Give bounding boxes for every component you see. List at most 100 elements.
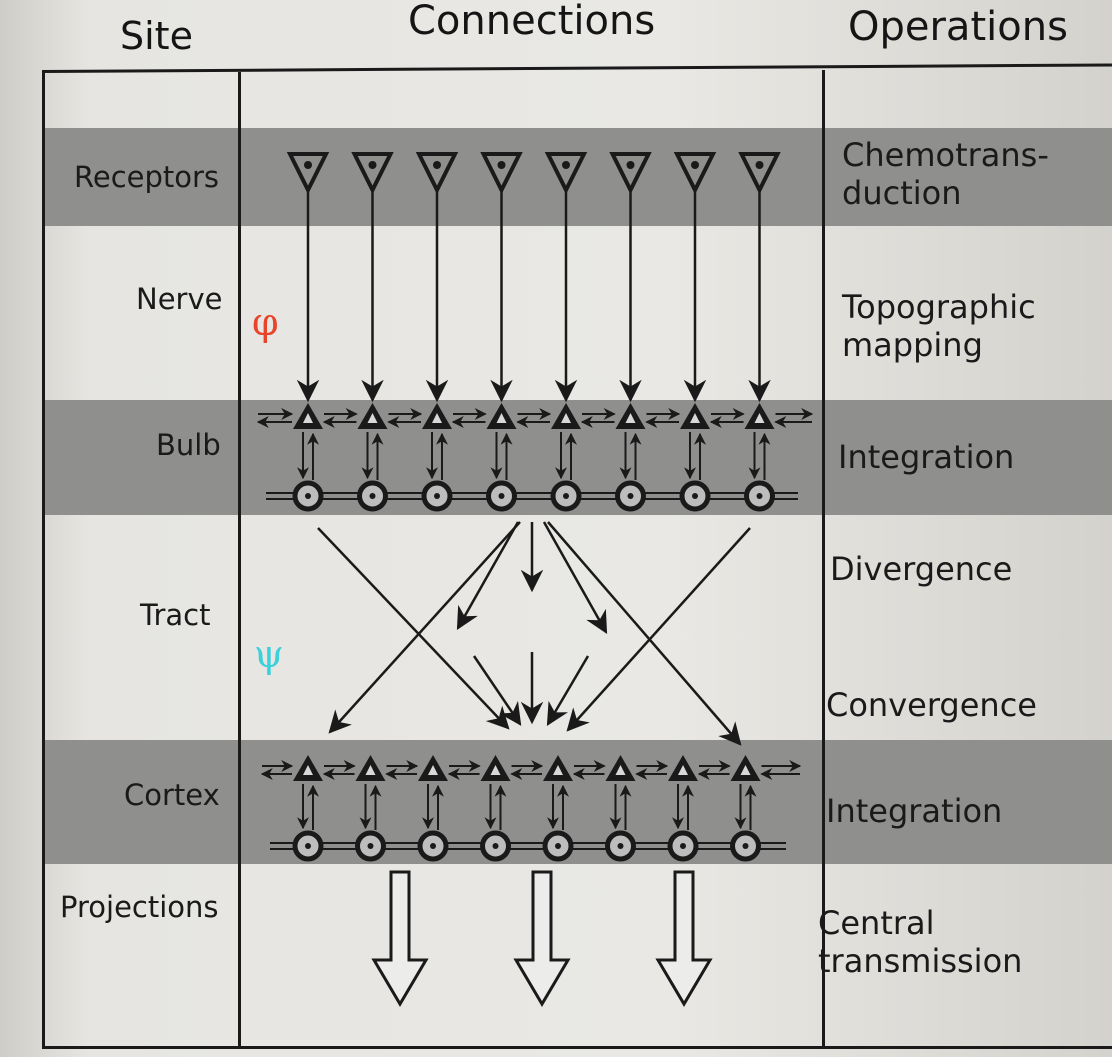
granule-dot: [680, 843, 686, 849]
receptor-triangle: [738, 152, 781, 195]
op-projections: Central transmission: [818, 904, 1022, 980]
granule-dot: [742, 843, 749, 849]
receptor-dot: [304, 161, 312, 169]
site-receptors: Receptors: [74, 160, 220, 194]
receptor-dot: [433, 161, 441, 169]
op-nerve-line2: mapping: [842, 326, 983, 364]
site-tract: Tract: [140, 598, 211, 632]
receptor-triangle: [415, 152, 459, 195]
tract-fiber: [542, 521, 608, 634]
receptor-triangle: [480, 152, 523, 195]
receptor-cell: [738, 152, 781, 195]
mitral-core: [365, 765, 376, 775]
granule-dot: [492, 843, 499, 849]
op-receptors-line1: Chemotrans-: [842, 136, 1049, 174]
granule-dot: [756, 493, 763, 499]
site-nerve: Nerve: [136, 282, 223, 316]
tract-fiber: [317, 527, 510, 730]
mitral-core: [432, 413, 442, 423]
op-projections-line1: Central: [818, 904, 935, 942]
tract-fiber: [472, 655, 522, 726]
mitral-core: [740, 765, 751, 775]
mitral-core: [553, 765, 563, 775]
mitral-core: [615, 765, 626, 775]
op-projections-line2: transmission: [818, 942, 1023, 980]
op-convergence: Convergence: [826, 686, 1037, 724]
receptor-triangle: [673, 152, 717, 195]
frame-left-line: [42, 72, 45, 1047]
header-operations: Operations: [848, 4, 1068, 50]
tract-fiber: [566, 527, 751, 732]
tract-fibers: [317, 521, 751, 746]
receptor-cell: [286, 152, 330, 195]
granule-dot: [617, 843, 624, 849]
psi-symbol: ψ: [254, 632, 284, 676]
nerve-fibers: [296, 192, 771, 403]
receptor-cell: [673, 152, 717, 195]
granule-dot: [555, 843, 561, 849]
receptor-dot: [562, 161, 570, 169]
receptor-triangle: [609, 152, 652, 195]
op-bulb: Integration: [838, 438, 1015, 476]
op-receptors-line2: duction: [842, 174, 962, 212]
receptor-cell: [351, 152, 394, 195]
frame-bottom-line: [42, 1046, 1112, 1049]
tract-fiber: [546, 655, 590, 726]
granule-dot: [367, 843, 374, 849]
granule-dot: [434, 493, 440, 499]
receptor-dot: [497, 161, 506, 169]
mitral-core: [303, 765, 313, 775]
granule-dot: [305, 843, 311, 849]
band-receptors: [42, 128, 1112, 226]
mitral-core: [367, 413, 378, 423]
granule-dot: [498, 493, 505, 499]
granule-dot: [305, 493, 311, 499]
receptor-triangle: [286, 152, 330, 195]
receptor-cell: [544, 152, 588, 195]
tract-fiber: [547, 521, 742, 746]
projection-arrow: [655, 870, 713, 1007]
mitral-core: [625, 413, 636, 423]
mitral-core: [496, 413, 507, 423]
cortex-layer: [260, 755, 802, 862]
granule-dot: [369, 493, 376, 499]
op-divergence: Divergence: [830, 550, 1013, 588]
receptor-dot: [691, 161, 699, 169]
receptor-triangle: [351, 152, 394, 195]
receptor-cell: [415, 152, 459, 195]
phi-symbol: φ: [252, 300, 279, 344]
site-projections: Projections: [60, 890, 219, 924]
receptor-dot: [755, 161, 764, 169]
tract-fiber: [328, 521, 521, 734]
op-nerve-line1: Topographic: [842, 288, 1036, 326]
granule-dot: [692, 493, 698, 499]
receptor-dot: [626, 161, 635, 169]
mitral-core: [490, 765, 501, 775]
site-cortex: Cortex: [124, 778, 220, 812]
granule-dot: [627, 493, 634, 499]
mitral-core: [678, 765, 688, 775]
site-bulb: Bulb: [156, 428, 221, 462]
tract-fiber: [456, 521, 520, 630]
op-nerve: Topographic mapping: [842, 288, 1036, 364]
bulb-layer: [256, 403, 814, 512]
mitral-core: [428, 765, 438, 775]
header-site: Site: [120, 14, 193, 58]
receptor-dot: [368, 161, 377, 169]
op-cortex: Integration: [826, 792, 1003, 830]
frame-divider-left: [238, 72, 241, 1047]
granule-dot: [563, 493, 569, 499]
granule-dot: [430, 843, 436, 849]
mitral-core: [690, 413, 700, 423]
projection-arrow: [371, 870, 429, 1007]
receptor-cells: [286, 152, 781, 195]
receptor-cell: [480, 152, 523, 195]
mitral-core: [561, 413, 571, 423]
projection-arrows: [371, 870, 713, 1007]
projection-arrow: [513, 870, 571, 1007]
mitral-core: [303, 413, 313, 423]
receptor-cell: [609, 152, 652, 195]
mitral-core: [754, 413, 765, 423]
